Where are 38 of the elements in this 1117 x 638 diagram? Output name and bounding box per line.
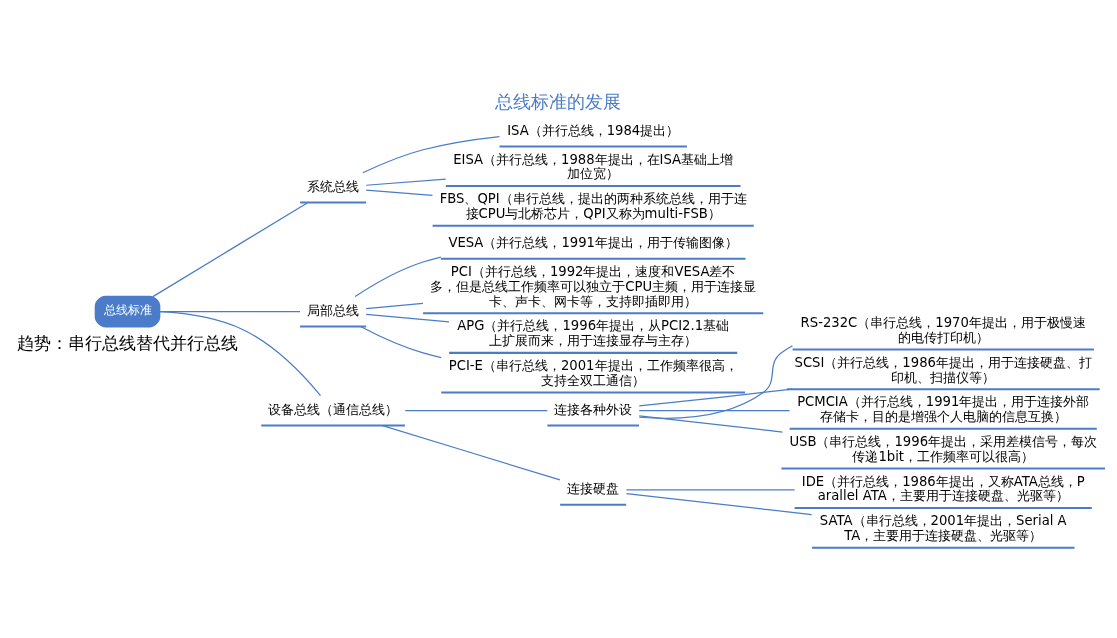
connector xyxy=(365,313,450,323)
node-box: 总线标准 xyxy=(94,295,161,328)
connector xyxy=(625,492,813,516)
node-text: RS-232C（串行总线，1970年提出，用于极慢速的电传打印机） xyxy=(800,315,1086,345)
connector xyxy=(158,311,322,397)
node-text: USB（串行总线，1996年提出，采用差模信号，每次传递1bit，工作频率可以很高） xyxy=(789,433,1098,464)
connector xyxy=(638,388,793,407)
node-text: VESA（并行总线，1991年提出，用于传输图像） xyxy=(448,235,738,251)
connector xyxy=(404,410,548,412)
connector xyxy=(365,178,447,186)
node-text: FBS、QPI（串行总线，提出的两种系统总线，用于连接CPU与北桥芯片，QPI又称为multi-FSB） xyxy=(439,191,747,222)
connector xyxy=(381,424,561,481)
node-text: ISA（并行总线，1984提出） xyxy=(507,122,680,138)
connector xyxy=(638,345,794,419)
node-text: 连接硬盘 xyxy=(567,481,620,497)
connector xyxy=(354,256,442,298)
connector xyxy=(365,189,434,196)
node-text: PCI-E（串行总线，2001年提出，工作频率很高，支持全双工通信） xyxy=(448,358,738,388)
connector xyxy=(362,135,501,174)
connector xyxy=(365,302,424,310)
connector xyxy=(359,325,442,359)
diagram-title: 总线标准的发展 xyxy=(495,91,622,113)
connector xyxy=(625,489,796,491)
node-text: IDE（并行总线，1986年提出，又称ATA总线，Parallel ATA，主要用于连接硬盘、光驱等） xyxy=(801,473,1085,504)
node-text: PCMCIA（并行总线，1991年提出，用于连接外部存储卡，目的是增强个人电脑的信息互换） xyxy=(797,394,1090,425)
node-text: PCI（并行总线，1992年提出，速度和VESA差不多，但是总线工作频率可以独立于CPU主频，用于连接显卡、声卡、网卡等，支持即插即用） xyxy=(430,263,757,309)
node-text: EISA（并行总线，1988年提出，在ISA基础上增加位宽） xyxy=(453,151,734,182)
node-text: APG（并行总线，1996年提出，从PCI2.1基础上扩展而来，用于连接显存与主存） xyxy=(457,318,730,349)
connector xyxy=(638,415,784,433)
node-text: SCSI（并行总线，1986年提出，用于连接硬盘、打印机、扫描仪等） xyxy=(794,354,1092,385)
connector xyxy=(152,202,309,298)
node-text: 系统总线 xyxy=(307,178,360,194)
node-text: 局部总线 xyxy=(307,302,360,318)
label: 趋势：串行总线替代并行总线 xyxy=(17,333,239,353)
node-text: 连接各种外设 xyxy=(554,401,633,417)
connector xyxy=(638,410,791,412)
node-text: SATA（串行总线，2001年提出，Serial ATA，主要用于连接硬盘、光驱等） xyxy=(819,513,1067,544)
node-text: 设备总线（通信总线） xyxy=(268,401,399,417)
